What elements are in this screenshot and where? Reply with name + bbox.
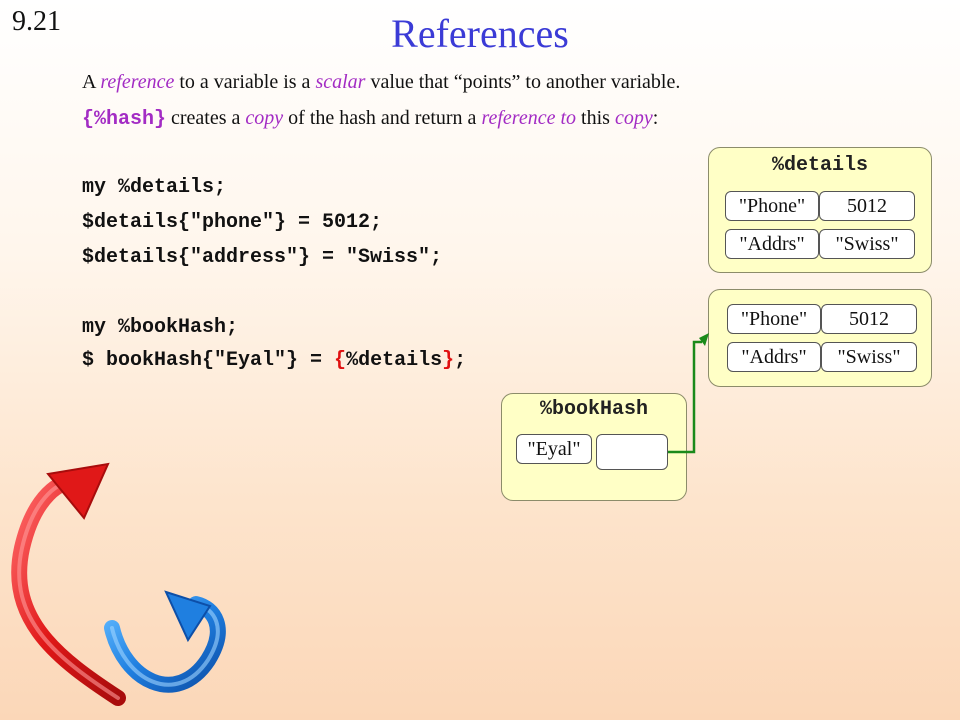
intro-line-1: A reference to a variable is a scalar va… bbox=[82, 71, 680, 94]
text: A bbox=[82, 71, 101, 93]
details-hash-panel: %details "Phone" 5012 "Addrs" "Swiss" bbox=[708, 147, 932, 273]
code-text: $ bookHash{"Eyal"} = bbox=[82, 349, 335, 372]
slide-title: References bbox=[391, 11, 569, 56]
text: of the hash and return a bbox=[283, 107, 482, 129]
copy-value-phone: 5012 bbox=[821, 304, 917, 334]
intro-line-2: {%hash} creates a copy of the hash and r… bbox=[82, 107, 658, 131]
code-line-2: $details{"phone"} = 5012; bbox=[82, 211, 383, 234]
details-value-phone: 5012 bbox=[819, 191, 915, 221]
code-line-1: my %details; bbox=[82, 176, 227, 199]
hash-copy-panel: "Phone" 5012 "Addrs" "Swiss" bbox=[708, 289, 932, 387]
reference-pointer-arrow bbox=[668, 333, 709, 454]
bookhash-value-reference bbox=[596, 434, 668, 470]
details-key-phone: "Phone" bbox=[725, 191, 819, 221]
copy-key-addrs: "Addrs" bbox=[727, 342, 821, 372]
copy-key-phone: "Phone" bbox=[727, 304, 821, 334]
code-line-5: $ bookHash{"Eyal"} = {%details}; bbox=[82, 349, 466, 372]
open-brace: { bbox=[334, 349, 347, 372]
details-key-addrs: "Addrs" bbox=[725, 229, 819, 259]
details-value-addrs: "Swiss" bbox=[819, 229, 915, 259]
text: creates a bbox=[166, 107, 246, 129]
code-text: %details bbox=[346, 349, 443, 372]
text: value that “points” to another variable. bbox=[365, 71, 681, 93]
red-curved-arrow-icon bbox=[11, 462, 126, 706]
code-text: ; bbox=[454, 349, 467, 372]
emphasis-copy: copy bbox=[614, 107, 653, 129]
blue-curved-arrow-icon bbox=[104, 590, 226, 693]
emphasis-copy: copy bbox=[245, 107, 284, 129]
bookhash-panel: %bookHash "Eyal" bbox=[501, 393, 687, 501]
emphasis-reference-to: reference to bbox=[481, 107, 577, 129]
slide-number: 9.21 bbox=[12, 6, 61, 37]
text: this bbox=[576, 107, 615, 129]
text: to a variable is a bbox=[174, 71, 316, 93]
bookhash-key-eyal: "Eyal" bbox=[516, 434, 592, 464]
text: : bbox=[652, 107, 659, 129]
code-line-3: $details{"address"} = "Swiss"; bbox=[82, 246, 443, 269]
emphasis-reference: reference bbox=[100, 71, 175, 93]
copy-value-addrs: "Swiss" bbox=[821, 342, 917, 372]
close-brace: } bbox=[442, 349, 455, 372]
code-line-4: my %bookHash; bbox=[82, 316, 239, 339]
details-panel-title: %details bbox=[771, 154, 868, 177]
inline-code: {%hash} bbox=[82, 108, 167, 131]
bookhash-panel-title: %bookHash bbox=[539, 398, 649, 421]
emphasis-scalar: scalar bbox=[315, 71, 366, 93]
